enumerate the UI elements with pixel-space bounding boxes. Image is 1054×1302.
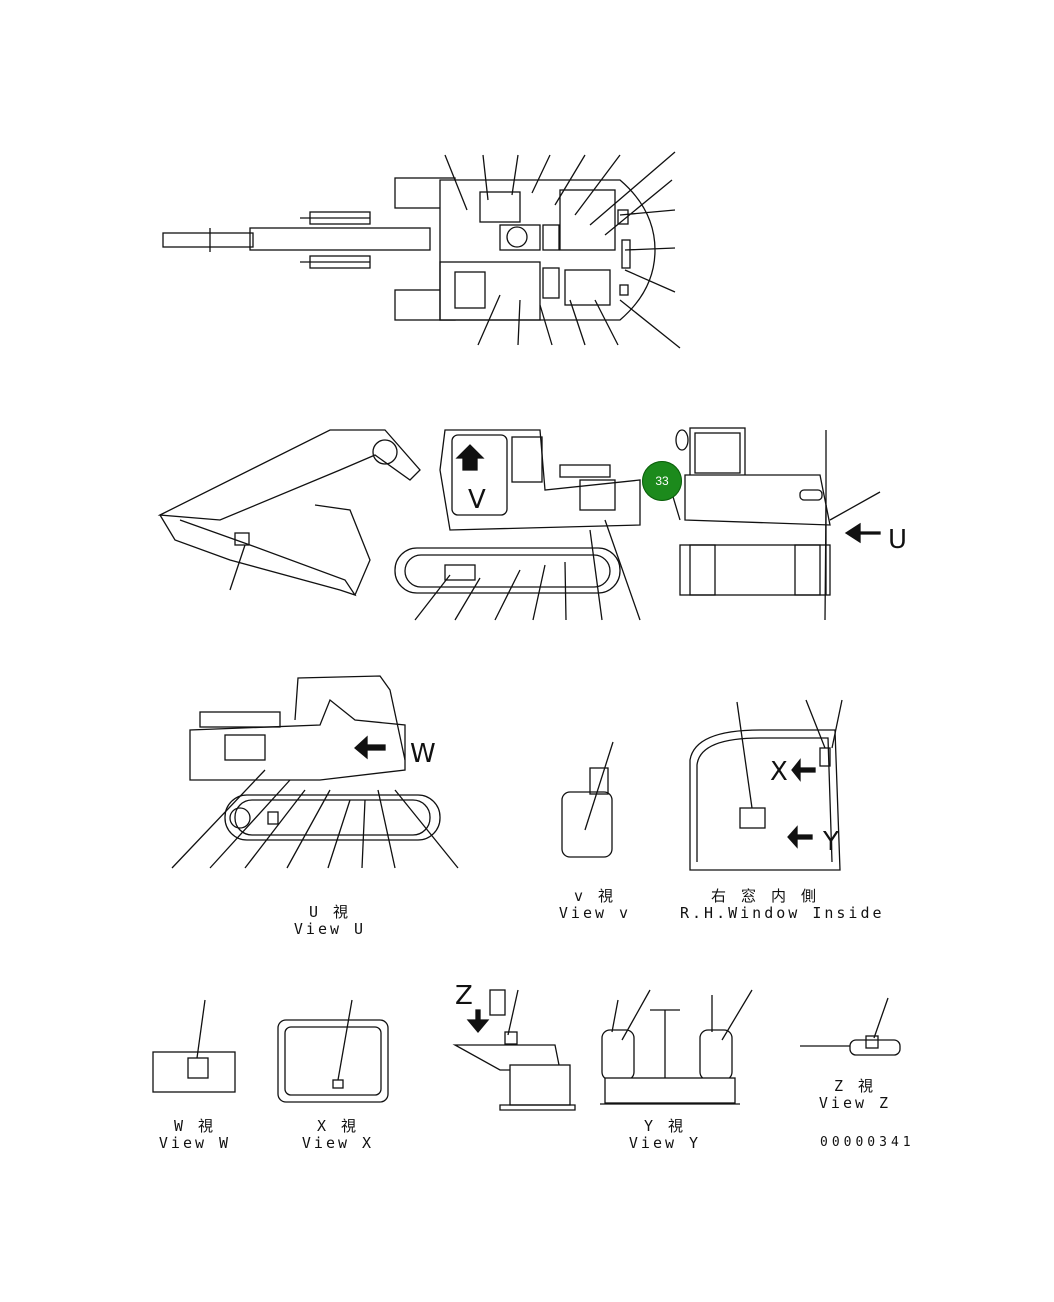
caption-view-u-jp: U 視: [308, 903, 352, 921]
caption-view-z-jp: Z 視: [833, 1077, 877, 1095]
letter-u: U: [888, 525, 907, 555]
view-y-drawing: [600, 989, 753, 1105]
view-w-drawing: [152, 999, 236, 1093]
caption-view-y: Y 視 View Y: [625, 1118, 705, 1152]
caption-view-w-en: View W: [158, 1134, 232, 1152]
caption-view-x-jp: X 視: [316, 1117, 360, 1135]
view-x-drawing: [277, 999, 389, 1103]
top-plan-view: [162, 151, 681, 349]
view-v-drawing: [561, 741, 614, 858]
caption-view-u: U 視 View U: [290, 904, 370, 938]
letter-v: V: [468, 485, 486, 515]
caption-view-w: W 視 View W: [155, 1118, 235, 1152]
caption-rh-window-en: R.H.Window Inside: [680, 904, 885, 922]
caption-view-u-en: View U: [293, 920, 367, 938]
caption-view-v-en: View v: [558, 904, 632, 922]
letter-z: Z: [455, 981, 473, 1011]
caption-rh-window: 右 窓 内 側 R.H.Window Inside: [680, 887, 885, 922]
caption-view-v-jp: v 視: [573, 887, 617, 905]
side-view-excavator: [157, 429, 641, 621]
letter-w: W: [410, 739, 436, 769]
caption-view-x-en: View X: [301, 1134, 375, 1152]
letter-y: Y: [822, 827, 839, 857]
rear-view: [664, 427, 881, 621]
caption-rh-window-jp: 右 窓 内 側: [710, 887, 820, 905]
caption-view-y-en: View Y: [628, 1134, 702, 1152]
rh-window-inside-drawing: [689, 699, 843, 871]
document-number: 00000341: [820, 1135, 915, 1150]
letter-x: X: [770, 757, 788, 787]
view-z-side-drawing: [452, 989, 576, 1111]
caption-view-z: Z 視 View Z: [815, 1078, 895, 1112]
callout-33-label: 33: [655, 474, 669, 488]
caption-view-z-en: View Z: [818, 1094, 892, 1112]
callout-33-badge[interactable]: 33: [642, 461, 682, 501]
caption-view-w-jp: W 視: [173, 1117, 217, 1135]
caption-view-x: X 視 View X: [298, 1118, 378, 1152]
view-z-drawing: [800, 997, 901, 1056]
caption-view-y-jp: Y 視: [643, 1117, 687, 1135]
view-u-drawing: [171, 675, 459, 869]
caption-view-v: v 視 View v: [555, 888, 635, 922]
